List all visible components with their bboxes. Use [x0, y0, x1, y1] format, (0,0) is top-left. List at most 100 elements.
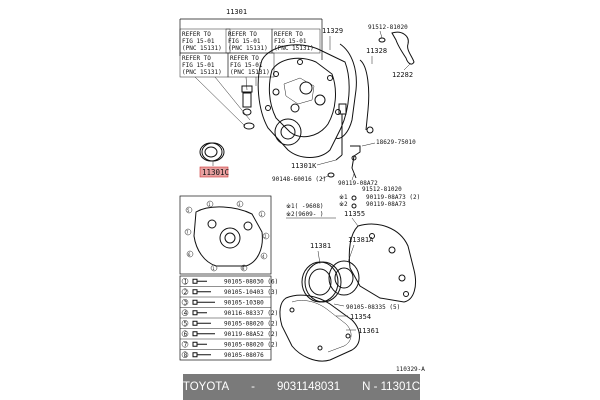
- label-12282: 12282: [392, 71, 413, 79]
- bolt-icon: [192, 299, 215, 305]
- bolt-part-number: 90105-08076: [224, 352, 264, 359]
- svg-text:5: 5: [187, 208, 190, 213]
- svg-text:REFER TO: REFER TO: [228, 31, 257, 38]
- bolt-part-number: 90105-08020 (2): [224, 341, 278, 348]
- svg-text:(PNC 15131): (PNC 15131): [274, 45, 314, 52]
- label-11329: 11329: [322, 27, 343, 35]
- label-18629-75010: 18629-75010: [376, 139, 416, 146]
- svg-text:REFER TO: REFER TO: [182, 31, 211, 38]
- bolt-number-badge: [181, 341, 189, 348]
- range-note-1: ※1( -9608): [286, 203, 324, 210]
- label-90148-60016: 90148-60016 (2): [272, 176, 326, 183]
- hose-clamp-18629: [350, 145, 361, 179]
- bolt-icon: [192, 320, 211, 326]
- bolt-table-row: 4 90116-08337 (2): [180, 307, 278, 317]
- footer-part-number[interactable]: 9031148031: [277, 381, 341, 393]
- refer-box-3: REFER TO FIG 15-01 (PNC 15131): [271, 28, 321, 54]
- label-11301k: 11301K: [291, 162, 317, 170]
- label-91512-81020-top: 91512-81020: [368, 24, 408, 31]
- label-91512-81020-mid: 91512-81020: [362, 186, 402, 193]
- cover-plate-11361: [279, 294, 360, 362]
- oil-seal-11301c: [199, 142, 225, 162]
- bolt-number: 4: [184, 310, 188, 317]
- oil-seal-11381: [301, 261, 342, 303]
- bolt-table-row: 7 90105-08020 (2): [180, 338, 278, 348]
- bolt-table-row: 5 90105-08020 (2): [180, 317, 278, 327]
- bolt-table-row: 2 90105-10403 (3): [180, 286, 278, 296]
- highlight-box-11301c: [199, 166, 229, 178]
- bolt-number: 3: [184, 299, 188, 306]
- svg-text:(PNC 15131): (PNC 15131): [182, 45, 222, 52]
- footer-brand: TOYOTA: [182, 381, 230, 393]
- label-11381: 11381: [310, 242, 331, 250]
- bolt-part-number: 90119-08A52 (2): [224, 331, 278, 338]
- bolt-number: 5: [184, 320, 188, 327]
- range-note-2: ※2(9609- ): [286, 211, 324, 218]
- svg-text:1: 1: [260, 212, 263, 217]
- label-90119-08a73: 90119-08A73: [366, 201, 406, 208]
- gasket-11328: [359, 59, 370, 131]
- footer-bar: TOYOTA - 9031148031 N - 11301C: [183, 374, 420, 400]
- label-11328: 11328: [366, 47, 387, 55]
- svg-text:(PNC 15131): (PNC 15131): [230, 69, 270, 76]
- bolt-number-badge: [181, 309, 189, 316]
- svg-text:(PNC 15131): (PNC 15131): [182, 69, 222, 76]
- bolt-location-panel: 5 1 3 1 2 7 6 1 8 4: [179, 195, 272, 275]
- bolt-number: 8: [184, 352, 188, 359]
- svg-text:※2: ※2: [339, 201, 348, 208]
- label-90119-08a73-2: 90119-08A73 (2): [366, 194, 420, 201]
- label-11381a: 11381A: [348, 236, 374, 244]
- bolt-part-number: 90105-08020 (2): [224, 320, 278, 327]
- bolt-number: 2: [184, 289, 188, 296]
- svg-text:FIG 15-01: FIG 15-01: [182, 38, 215, 45]
- bolt-icon: [192, 352, 211, 358]
- svg-text:※1: ※1: [339, 194, 348, 201]
- label-90119-08a72: 90119-08A72: [338, 180, 378, 187]
- svg-text:1: 1: [208, 202, 211, 207]
- svg-text:REFER TO: REFER TO: [274, 31, 303, 38]
- label-11361: 11361: [358, 327, 379, 335]
- bolt-number: 6: [184, 331, 188, 338]
- figure-code: 110329-A: [396, 366, 425, 373]
- bolt-table-row: 8 90105-08076: [180, 349, 271, 359]
- svg-text:3: 3: [238, 202, 241, 207]
- bolt-icon: [192, 331, 215, 337]
- label-11301c[interactable]: 11301C: [202, 168, 229, 177]
- bolt-part-number: 90116-08337 (2): [224, 310, 278, 317]
- refer-box-5: REFER TO FIG 15-01 (PNC 15131): [227, 52, 275, 78]
- svg-text:FIG 15-01: FIG 15-01: [274, 38, 307, 45]
- bracket-12282: [391, 31, 415, 65]
- sensor-11301k: [335, 103, 347, 161]
- bolt-part-number: 90105-10380: [224, 299, 264, 306]
- oil-seal-11381a: [328, 260, 360, 296]
- bolt-icon: [192, 310, 207, 316]
- bolt-number: 7: [184, 341, 188, 348]
- bolt-part-number: 90105-08030 (6): [224, 278, 278, 285]
- label-11355: 11355: [344, 210, 365, 218]
- bolt-number-badge: [181, 288, 189, 295]
- plate-11355: [348, 223, 417, 303]
- bolt-part-number: 90105-10403 (3): [224, 289, 278, 296]
- refer-box-1: REFER TO FIG 15-01 (PNC 15131): [179, 28, 231, 54]
- refer-box-4: REFER TO FIG 15-01 (PNC 15131): [179, 52, 229, 78]
- timing-cover-11301: [257, 44, 350, 158]
- bolt-number-badge: [181, 351, 189, 358]
- bolt-91512: [378, 37, 386, 43]
- svg-text:REFER TO: REFER TO: [230, 55, 259, 62]
- bolt-number-badge: [181, 320, 189, 327]
- svg-text:FIG 15-01: FIG 15-01: [230, 62, 263, 69]
- footer-ref: N - 11301C: [362, 381, 421, 393]
- bolt-icon: [192, 289, 211, 295]
- label-90105-08335: 90105-08335 (5): [346, 304, 400, 311]
- small-plug-parts: [241, 85, 255, 130]
- svg-text:4: 4: [262, 254, 265, 259]
- bolt-table-row: 6 90119-08A52 (2): [180, 328, 278, 338]
- bolt-icon: [192, 278, 207, 284]
- bolt-number-badge: [181, 330, 189, 337]
- svg-text:FIG 15-01: FIG 15-01: [228, 38, 261, 45]
- svg-text:2: 2: [264, 234, 267, 239]
- svg-text:(PNC 15131): (PNC 15131): [228, 45, 268, 52]
